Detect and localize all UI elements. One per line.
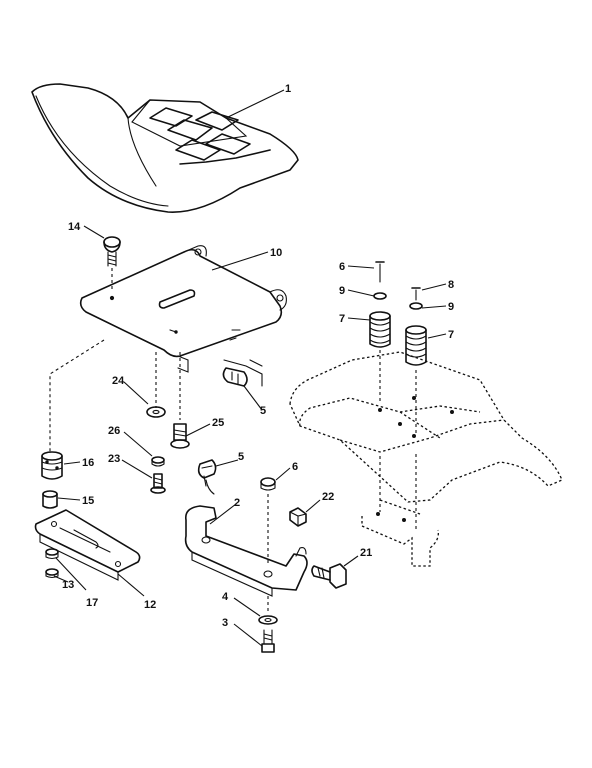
callout-17: 17 bbox=[86, 597, 98, 609]
callout-8: 8 bbox=[448, 279, 454, 291]
leader-lines bbox=[53, 89, 447, 647]
spacer bbox=[42, 490, 58, 509]
callout-23: 23 bbox=[108, 453, 120, 465]
callout-25: 25 bbox=[212, 417, 224, 429]
screw-23 bbox=[150, 473, 166, 494]
callout-5-upper: 5 bbox=[260, 405, 266, 417]
callout-9-right: 9 bbox=[448, 301, 454, 313]
lock-nut-22 bbox=[289, 507, 307, 527]
hair-pin-clip-upper bbox=[222, 359, 263, 387]
callout-10: 10 bbox=[270, 247, 282, 259]
adjust-bracket bbox=[34, 509, 141, 581]
callout-2: 2 bbox=[234, 497, 240, 509]
carriage-bolt bbox=[103, 236, 121, 290]
callout-15: 15 bbox=[82, 495, 94, 507]
spring-bushing bbox=[41, 451, 63, 480]
seat-part bbox=[31, 83, 299, 213]
hair-pin-clip-lower bbox=[197, 459, 217, 495]
callout-24: 24 bbox=[112, 375, 125, 387]
callout-7-left: 7 bbox=[339, 313, 345, 325]
washer-17 bbox=[45, 568, 59, 579]
callout-22: 22 bbox=[322, 491, 334, 503]
hinge-bracket bbox=[184, 505, 308, 597]
washer-4 bbox=[258, 615, 278, 625]
callout-7-right: 7 bbox=[448, 329, 454, 341]
nut-13 bbox=[45, 548, 59, 560]
callout-4: 4 bbox=[222, 591, 229, 603]
callout-16: 16 bbox=[82, 457, 94, 469]
callout-5-middle: 5 bbox=[238, 451, 244, 463]
bolt-3 bbox=[261, 629, 275, 653]
shoulder-bolt bbox=[170, 423, 190, 449]
callout-9-left: 9 bbox=[339, 285, 345, 297]
callout-26: 26 bbox=[108, 425, 120, 437]
callout-14: 14 bbox=[68, 221, 81, 233]
hex-bolt-21 bbox=[311, 563, 347, 589]
callout-1: 1 bbox=[285, 83, 291, 95]
flat-washer bbox=[146, 406, 166, 418]
seat-spring-left bbox=[369, 261, 391, 512]
tractor-chassis-outline bbox=[289, 351, 563, 567]
callout-6-upper: 6 bbox=[339, 261, 345, 273]
callout-13: 13 bbox=[62, 579, 74, 591]
nut-6-lower bbox=[260, 477, 276, 612]
callout-12: 12 bbox=[144, 599, 156, 611]
seat-pan bbox=[79, 245, 287, 373]
callout-3: 3 bbox=[222, 617, 228, 629]
callout-21: 21 bbox=[360, 547, 372, 559]
callout-6-lower: 6 bbox=[292, 461, 298, 473]
nut-26 bbox=[151, 456, 165, 467]
seat-spring-right bbox=[405, 287, 427, 530]
callout-numbers: 1 14 10 6 9 7 8 9 7 24 25 26 23 16 15 5 … bbox=[62, 83, 454, 629]
